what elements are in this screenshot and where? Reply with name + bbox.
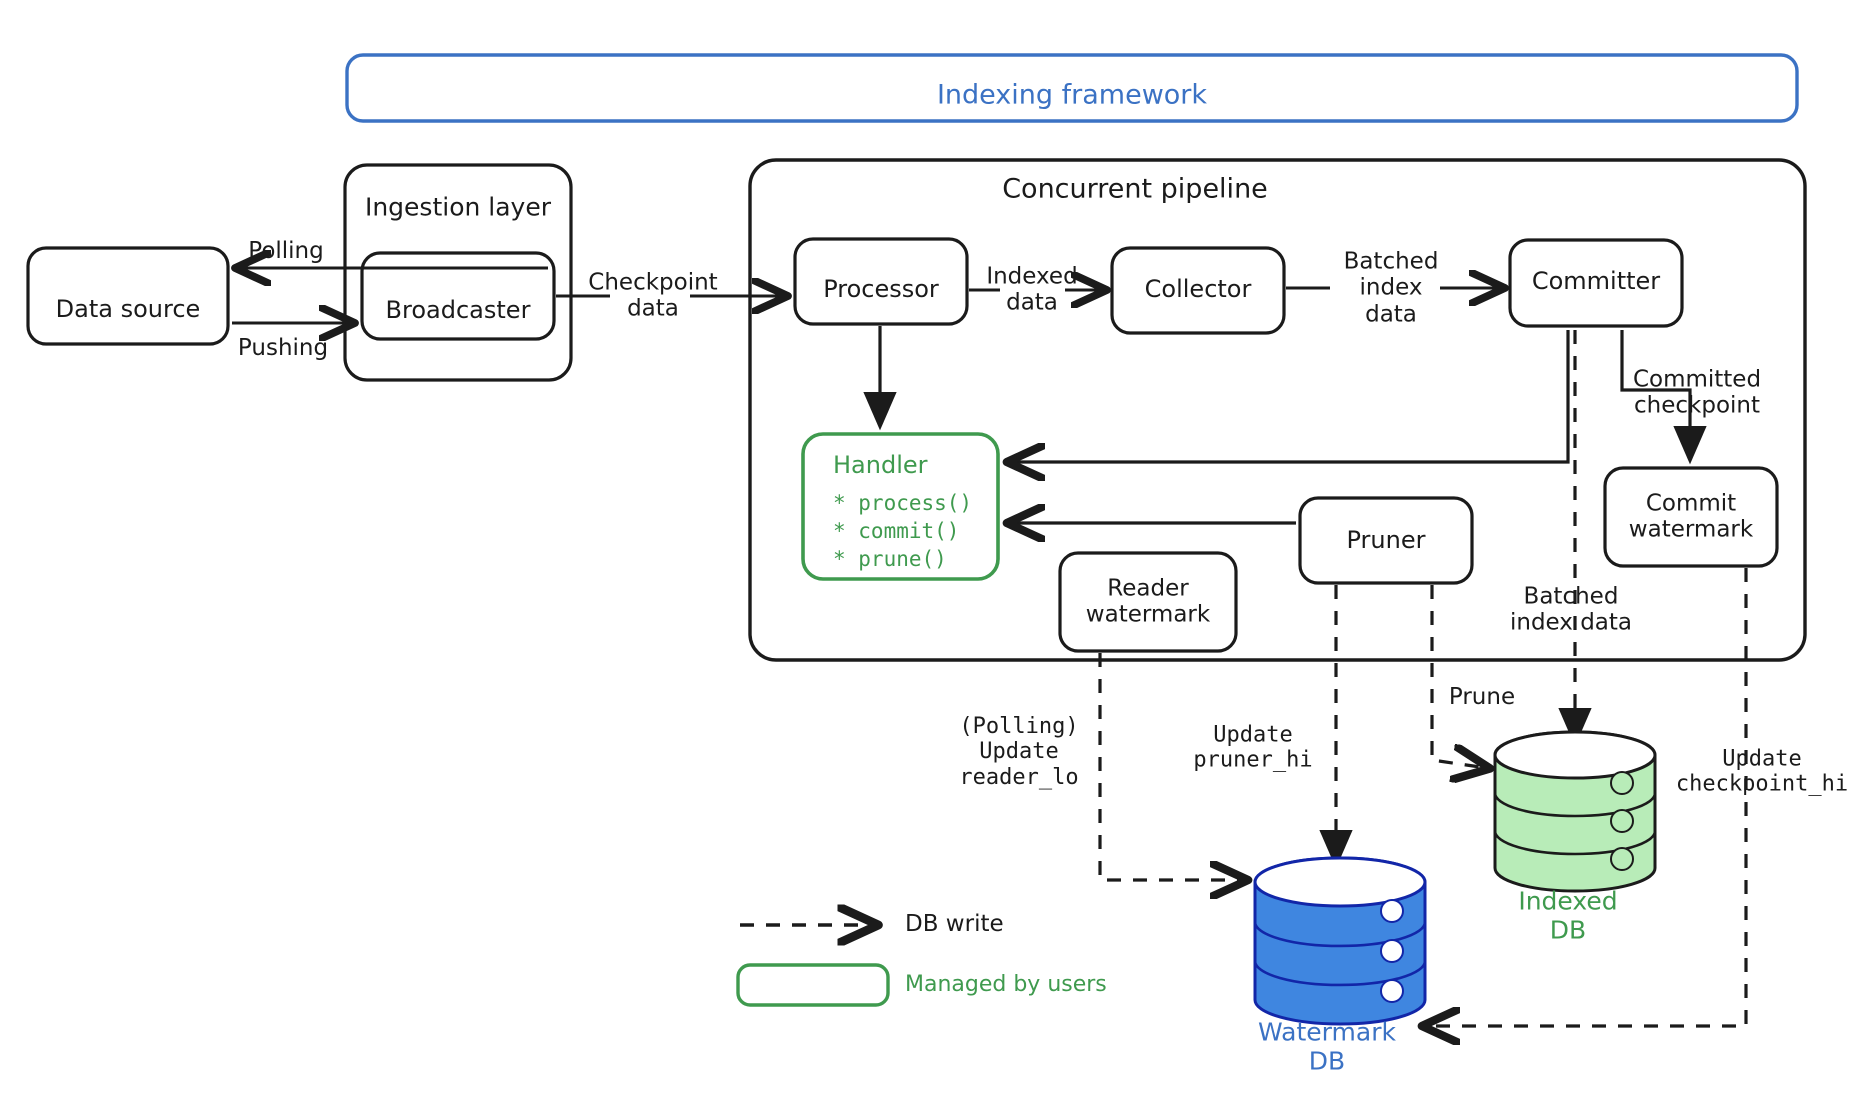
node-label-commit-watermark: Commit watermark: [1628, 490, 1754, 543]
edge-prune: [1430, 585, 1487, 768]
edge-label-indexed-data: Indexed data: [986, 263, 1078, 316]
group-label-ingestion-layer: Ingestion layer: [364, 192, 552, 222]
concurrent-pipeline-frame: [748, 158, 1807, 662]
legend-label-managed-by-users: Managed by users: [905, 972, 1107, 997]
edge-label-update-checkpoint-hi: Update checkpoint_hi: [1675, 746, 1849, 797]
edge-label-checkpoint-data: Checkpoint data: [588, 269, 718, 322]
edge-label-pushing: Pushing: [237, 334, 329, 361]
page-title: Indexing framework: [936, 79, 1208, 111]
node-processor[interactable]: [793, 237, 969, 326]
node-label-collector: Collector: [1144, 275, 1252, 304]
node-label-reader-watermark: Reader watermark: [1085, 575, 1211, 628]
edge-label-committed-checkpoint: Committed checkpoint: [1632, 366, 1762, 419]
legend-label-db-write: DB write: [905, 911, 1004, 937]
handler-method-process: * process(): [833, 491, 973, 515]
node-label-committer: Committer: [1531, 267, 1661, 296]
edge-committer-to-handler: [1010, 330, 1570, 462]
indexing-framework-frame: [345, 53, 1799, 123]
ingestion-layer-frame: [343, 163, 573, 382]
node-reader-watermark[interactable]: [1058, 551, 1238, 653]
handler-title: Handler: [833, 451, 928, 479]
node-label-pruner: Pruner: [1346, 526, 1426, 555]
handler-method-prune: * prune(): [833, 547, 947, 571]
node-label-processor: Processor: [823, 275, 939, 304]
node-pruner[interactable]: [1298, 496, 1474, 585]
edge-reader-watermark-db-write: [1098, 653, 1245, 880]
legend-managed-box-icon: [736, 963, 890, 1007]
edge-label-polling: Polling: [248, 237, 324, 264]
node-collector[interactable]: [1110, 246, 1286, 335]
edge-label-batched-index-data-db: Batched index data: [1509, 583, 1633, 636]
group-label-concurrent-pipeline: Concurrent pipeline: [1002, 173, 1268, 205]
node-committer[interactable]: [1508, 238, 1684, 328]
node-label-data-source: Data source: [55, 295, 201, 324]
db-indexed[interactable]: [1493, 730, 1657, 893]
node-commit-watermark[interactable]: [1603, 466, 1779, 568]
node-handler[interactable]: [801, 432, 1000, 581]
db-label-indexed: Indexed DB: [1518, 886, 1618, 944]
edge-committed-checkpoint: [1620, 330, 1707, 465]
edge-label-polling-update-reader-lo: (Polling) Update reader_lo: [959, 714, 1079, 790]
db-label-watermark: Watermark DB: [1258, 1017, 1396, 1075]
node-label-broadcaster: Broadcaster: [385, 296, 531, 325]
edge-label-prune: Prune: [1448, 683, 1516, 710]
handler-method-commit: * commit(): [833, 519, 960, 543]
node-broadcaster[interactable]: [360, 251, 556, 341]
db-watermark[interactable]: [1253, 856, 1427, 1026]
edge-label-batched-index-data: Batched index data: [1343, 248, 1439, 328]
edge-label-update-pruner-hi: Update pruner_hi: [1193, 722, 1313, 773]
node-data-source[interactable]: [26, 246, 230, 346]
